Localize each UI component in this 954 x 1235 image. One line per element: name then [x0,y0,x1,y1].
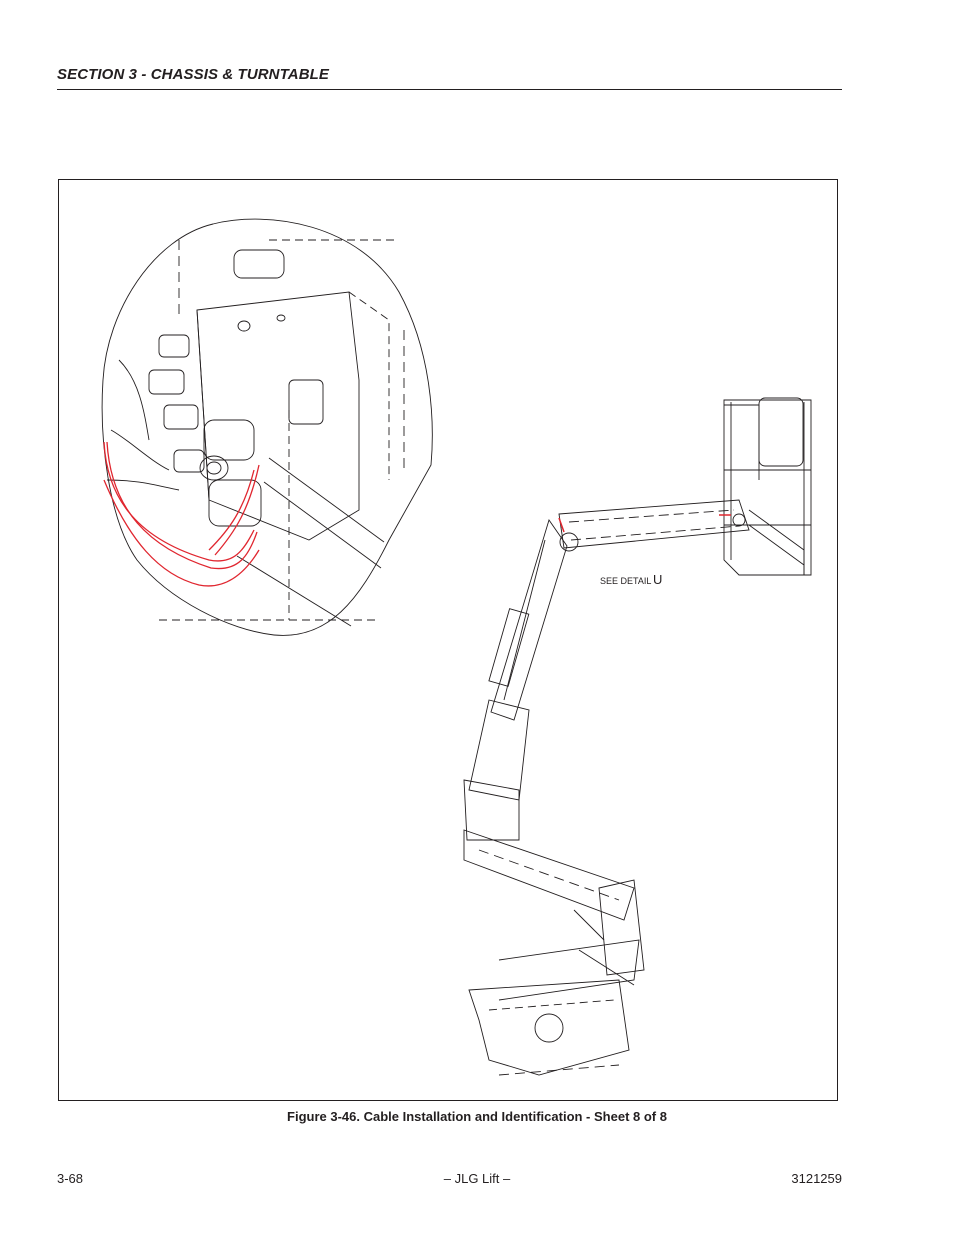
see-detail-letter: U [653,572,662,587]
section-title: SECTION 3 - CHASSIS & TURNTABLE [57,66,330,83]
figure-caption: Figure 3-46. Cable Installation and Iden… [287,1109,667,1124]
boom-lift-drawing [463,397,812,1076]
cable-installation-drawing: SEE DETAIL U [101,218,812,1076]
document-number: 3121259 [791,1171,842,1186]
header-divider [57,89,842,90]
page-number: 3-68 [57,1171,84,1186]
cable-routing-boom [558,514,731,533]
publisher-label: – JLG Lift – [443,1171,511,1186]
see-detail-label: SEE DETAIL [600,576,651,586]
cable-routing-detail [103,441,260,587]
detail-view [101,218,433,636]
figure-frame: SEE DETAIL U [58,179,838,1101]
